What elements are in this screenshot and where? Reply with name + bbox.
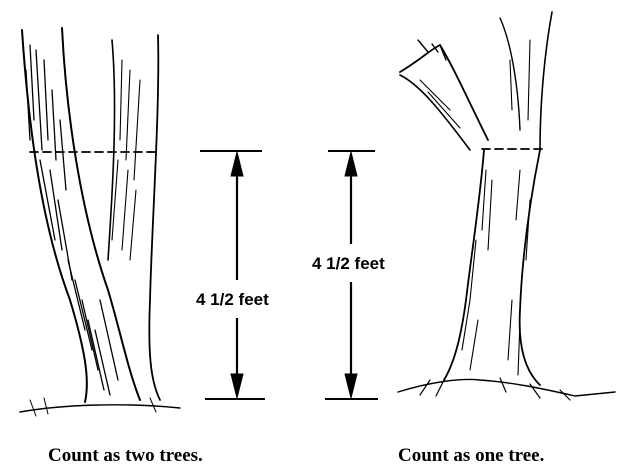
right-caption: Count as one tree. <box>398 445 544 467</box>
right-height-label: 4 1/2 feet <box>312 254 385 274</box>
right-tree-illustration <box>398 12 615 400</box>
left-tree-illustration <box>20 28 180 416</box>
left-height-arrow <box>200 151 265 399</box>
left-height-label: 4 1/2 feet <box>196 290 269 310</box>
left-caption: Count as two trees. <box>48 445 203 467</box>
right-height-arrow <box>325 151 378 399</box>
